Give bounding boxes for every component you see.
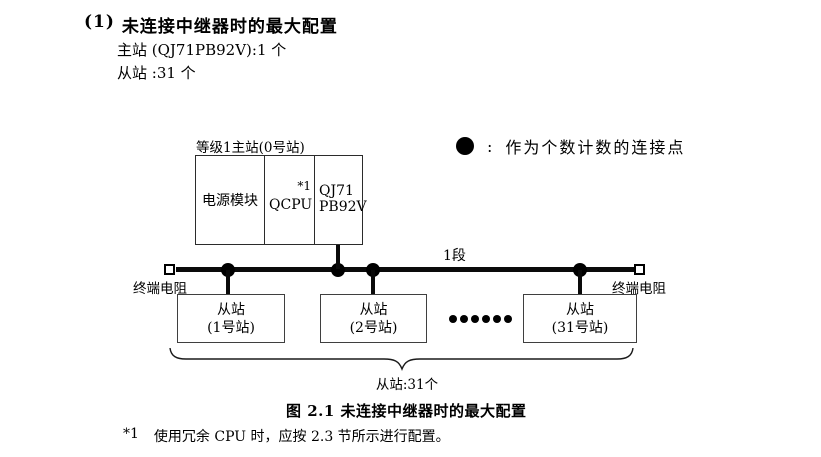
connection-dot-master — [331, 263, 345, 277]
drop-line-slave31 — [578, 270, 582, 294]
ellipsis-dot — [460, 315, 468, 323]
section-number: (1) — [84, 12, 115, 32]
slave-2-station: (2号站) — [349, 319, 398, 336]
slave-total-label: 从站:31个 — [375, 377, 439, 393]
ellipsis-dot — [471, 315, 479, 323]
ellipsis-dot — [504, 315, 512, 323]
qj71pb92v-cell: QJ71 PB92V — [315, 156, 367, 244]
bus-line — [176, 267, 635, 272]
power-module-cell: 电源模块 — [196, 156, 265, 244]
slave-31-name: 从站 — [566, 301, 594, 318]
drop-line-slave2 — [371, 270, 375, 294]
connection-point-icon — [456, 137, 474, 155]
figure-caption: 图 2.1 未连接中继器时的最大配置 — [286, 402, 527, 420]
section-heading: (1) 未连接中继器时的最大配置 — [84, 12, 338, 37]
footnote-ref-marker: *1 — [297, 179, 311, 193]
footnote-marker: *1 — [123, 426, 139, 442]
footnote: *1 使用冗余 CPU 时，应按 2.3 节所示进行配置。 — [123, 426, 450, 446]
slave-station-2-box: 从站 (2号站) — [320, 294, 427, 343]
master-station-box: 电源模块 *1 QCPU QJ71 PB92V — [195, 155, 367, 245]
drop-line-slave1 — [226, 270, 230, 294]
legend: : 作为个数计数的连接点 — [456, 134, 685, 158]
footnote-text: 使用冗余 CPU 时，应按 2.3 节所示进行配置。 — [153, 429, 450, 445]
ellipsis-dot — [493, 315, 501, 323]
drop-line-master — [336, 245, 340, 269]
segment-label: 1段 — [443, 248, 466, 264]
ellipsis-dots — [449, 315, 512, 323]
slave-station-1-box: 从站 (1号站) — [177, 294, 285, 343]
section-title: 未连接中继器时的最大配置 — [121, 17, 338, 37]
ellipsis-dot — [449, 315, 457, 323]
slave-31-station: (31号站) — [551, 319, 609, 336]
legend-colon: : — [487, 136, 493, 156]
terminator-left-icon — [164, 264, 175, 275]
slave-1-name: 从站 — [217, 301, 245, 318]
slave-count-line: 从站 :31 个 — [117, 64, 196, 82]
qj71pb92v-line2: PB92V — [319, 199, 367, 215]
terminator-left-label: 终端电阻 — [133, 281, 187, 297]
legend-text: 作为个数计数的连接点 — [505, 138, 686, 157]
slave-1-station: (1号站) — [207, 319, 255, 336]
master-count-line: 主站 (QJ71PB92V):1 个 — [117, 41, 287, 59]
slave-group-brace — [169, 348, 634, 371]
qcpu-label: QCPU — [269, 197, 313, 213]
terminator-right-icon — [634, 264, 645, 275]
slave-station-31-box: 从站 (31号站) — [523, 294, 637, 343]
qcpu-cell: *1 QCPU — [265, 156, 315, 244]
qj71pb92v-line1: QJ71 — [319, 183, 354, 199]
terminator-right-label: 终端电阻 — [612, 281, 666, 297]
master-station-label: 等级1主站(0号站) — [196, 140, 305, 156]
ellipsis-dot — [482, 315, 490, 323]
slave-2-name: 从站 — [359, 301, 388, 318]
